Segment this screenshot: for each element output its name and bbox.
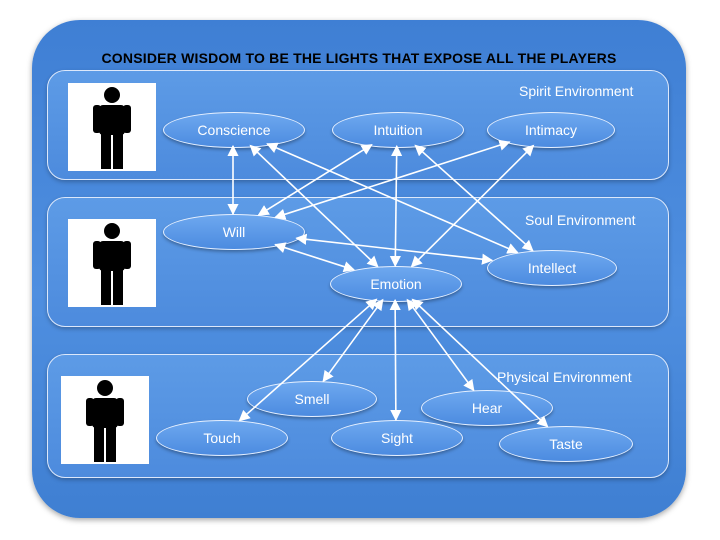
spirit-environment-label: Spirit Environment [519,83,634,99]
person-icon [93,87,131,169]
connection-emotion-sight [389,298,402,422]
connection-intimacy-emotion [410,144,535,268]
node-touch: Touch [156,420,288,456]
physical-person-box [61,376,149,464]
connection-intuition-emotion [389,144,403,268]
person-icon [86,380,124,462]
connection-will-intellect [295,233,494,265]
diagram-title: CONSIDER WISDOM TO BE THE LIGHTS THAT EX… [101,50,617,66]
connection-intuition-intellect [414,144,534,252]
connection-emotion-touch [238,298,378,422]
soul-environment-label: Soul Environment [525,212,636,228]
connection-intimacy-will [274,139,511,220]
connection-emotion-hear [406,298,475,392]
soul-person-box [68,219,156,307]
connection-emotion-smell [322,298,384,383]
node-taste: Taste [499,426,633,462]
person-icon [93,223,131,305]
connection-emotion-taste [411,298,549,428]
spirit-person-box [68,83,156,171]
connection-will-emotion [274,242,356,273]
